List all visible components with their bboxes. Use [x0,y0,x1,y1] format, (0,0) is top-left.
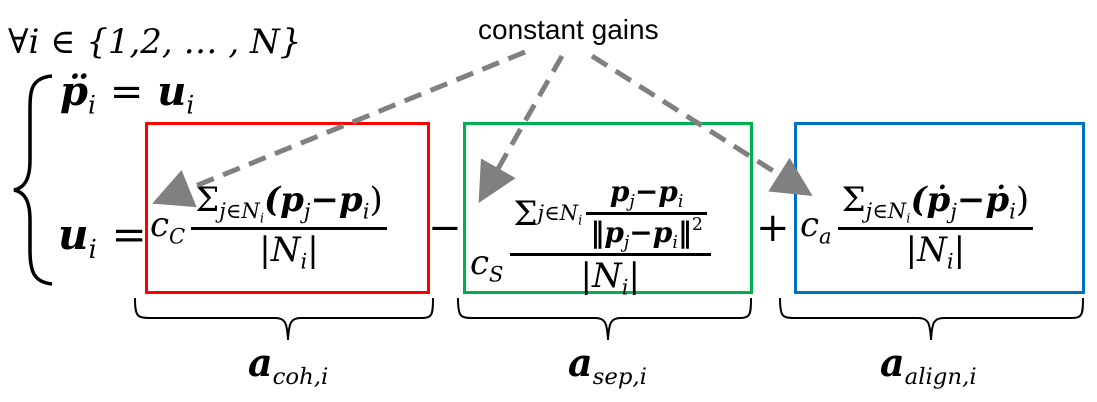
quantifier-line: ∀i ∈ {1,2, … , N} [8,22,301,62]
alignment-term: ca Σj∈Ni(ṗj−ṗi) |Ni| [800,180,1034,274]
separation-denominator: |Ni| [580,256,640,300]
cohesion-fraction: Σj∈Ni(pj−pi) |Ni| [191,180,387,273]
separation-fraction-bar [509,253,711,257]
forall-symbol: ∀ [8,22,29,62]
underbrace-cohesion [134,297,434,341]
alignment-numerator: Σj∈Ni(ṗj−ṗi) [841,180,1030,227]
minus-operator: − [428,205,462,251]
label-a-coh: acoh,i [248,340,329,390]
equals-2: = [111,210,147,259]
cohesion-term: cC Σj∈Ni(pj−pi) |Ni| [150,180,387,273]
arrow-to-ca [590,53,813,197]
separation-inner-bar [586,212,707,216]
label-a-align: aalign,i [880,340,977,390]
index-set: {1,2, … , N} [86,22,302,62]
u-lhs-sub: i [88,235,97,266]
p-ddot-sub: i [87,90,96,120]
u-rhs-sub: i [186,90,195,120]
arrow-to-cs [478,54,565,204]
u-lhs: u [58,210,89,259]
system-left-brace [13,74,53,286]
plus-operator: + [756,205,790,251]
equals-1: = [109,69,144,115]
element-of-symbol: ∈ [50,22,76,62]
cohesion-denominator: |Ni| [259,229,319,274]
label-a-sep: asep,i [568,340,647,390]
cohesion-numerator: Σj∈Ni(pj−pi) [195,180,383,227]
separation-inner-fraction: pj−pi ‖pj−pi‖2 [586,175,707,253]
separation-inner-denominator: ‖pj−pi‖2 [590,215,703,254]
constant-gains-label: constant gains [478,14,659,45]
underbrace-alignment [779,297,1084,341]
alignment-box [794,122,1085,294]
equation-control-lhs: ui = [58,210,147,265]
separation-inner-numerator: pj−pi [609,175,684,213]
index-i: i [28,22,40,62]
equation-acceleration: p̈i = ui [60,68,194,120]
arrow-to-cc [152,49,526,208]
alignment-fraction-bar [837,226,1034,230]
gain-cc: cC [150,204,186,249]
p-ddot: p̈ [60,68,88,115]
separation-box [463,122,753,294]
gain-ca: ca [800,204,832,249]
alignment-denominator: |Ni| [905,229,966,274]
alignment-fraction: Σj∈Ni(ṗj−ṗi) |Ni| [837,180,1034,274]
gain-cs: cS [470,243,504,287]
cohesion-box [145,122,430,294]
cohesion-fraction-bar [191,226,387,230]
u-rhs: u [157,68,187,115]
underbrace-separation [457,297,752,341]
